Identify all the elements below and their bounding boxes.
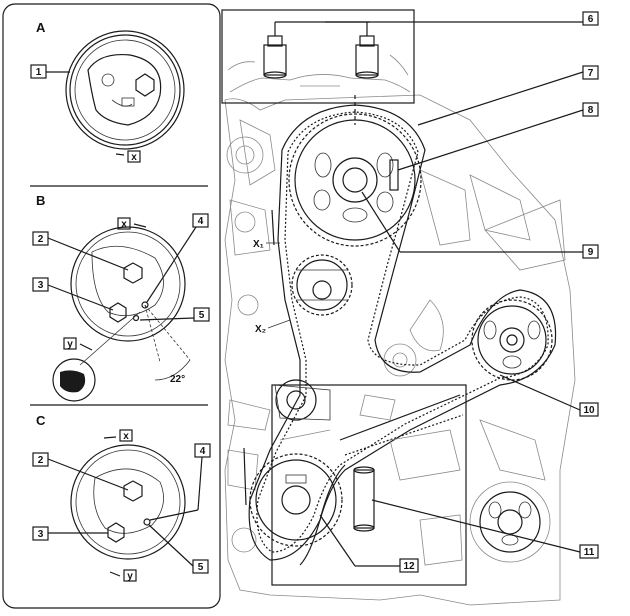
callout-12-text: 12 [403,561,415,572]
idler-sprocket [291,254,353,316]
callout-3-b-text: 3 [38,280,44,291]
callout-3-c: 3 [32,526,108,541]
callout-11-text: 11 [584,547,595,558]
panel-c-x-label: x [123,431,129,442]
callout-12: 12 [319,514,419,573]
x1-marker: X₁ [253,239,280,250]
callout-2-c-text: 2 [38,455,44,466]
panel-b-label: B [36,193,45,208]
callout-11: 11 [371,499,599,559]
callout-4-c: 4 [149,443,211,521]
callout-9-text: 9 [588,247,594,258]
camshaft-pin-inset [221,9,415,104]
panel-a-x-arrow: x [115,150,141,163]
callout-2-c: 2 [32,452,129,491]
panel-b-y-arrow: y [63,337,93,351]
water-pump-sprocket [471,299,553,381]
callout-3-b: 3 [32,277,114,311]
crankshaft-inset [249,384,467,586]
callout-4-b-text: 4 [198,216,204,227]
callout-6: 6 [325,11,599,26]
panel-b-x-arrow: x [117,217,147,230]
callout-7-text: 7 [588,68,594,79]
panel-c-y-arrow: y [109,569,137,582]
x2-marker: X₂ [255,319,291,335]
timing-belt [248,104,557,561]
panel-c-x-arrow: x [103,429,133,442]
callout-5-c-text: 5 [198,562,204,573]
panel-c-label: C [36,413,46,428]
callout-5-b: 5 [139,307,210,322]
callout-4-b: 4 [146,213,209,303]
callout-2-b-text: 2 [38,234,44,245]
panel-a: A 1 x [30,20,185,163]
callout-4-c-text: 4 [200,446,206,457]
panel-b-y-label: y [67,339,73,350]
camshaft-sprocket [288,95,422,247]
callout-6-text: 6 [588,14,594,25]
callout-2-b: 2 [32,231,129,271]
panel-b: B x 22° y 2 3 [32,193,210,402]
engine-drawing [221,9,576,606]
callout-3-c-text: 3 [38,529,44,540]
panel-a-x-label: x [131,152,137,163]
callout-10: 10 [499,374,599,417]
callout-8-text: 8 [588,105,594,116]
panel-b-x-label: x [121,219,127,230]
panel-c-y-label: y [127,571,133,582]
x1-label: X₁ [253,239,264,250]
lower-pulley [469,481,551,563]
callout-10-text: 10 [583,405,595,416]
tensioner-pulley [274,379,331,421]
callout-9: 9 [361,191,599,259]
panel-c: C x y 2 3 4 [32,413,211,582]
angle-22-label: 22° [170,374,185,385]
callout-8: 8 [397,102,599,171]
x2-label: X₂ [255,324,266,335]
callout-1-text: 1 [36,67,42,78]
callout-1: 1 [30,64,70,79]
left-detail-frame [2,3,221,609]
callout-5-c: 5 [148,524,209,574]
callout-7: 7 [417,65,599,126]
callout-5-b-text: 5 [199,310,205,321]
panel-a-label: A [36,20,46,35]
